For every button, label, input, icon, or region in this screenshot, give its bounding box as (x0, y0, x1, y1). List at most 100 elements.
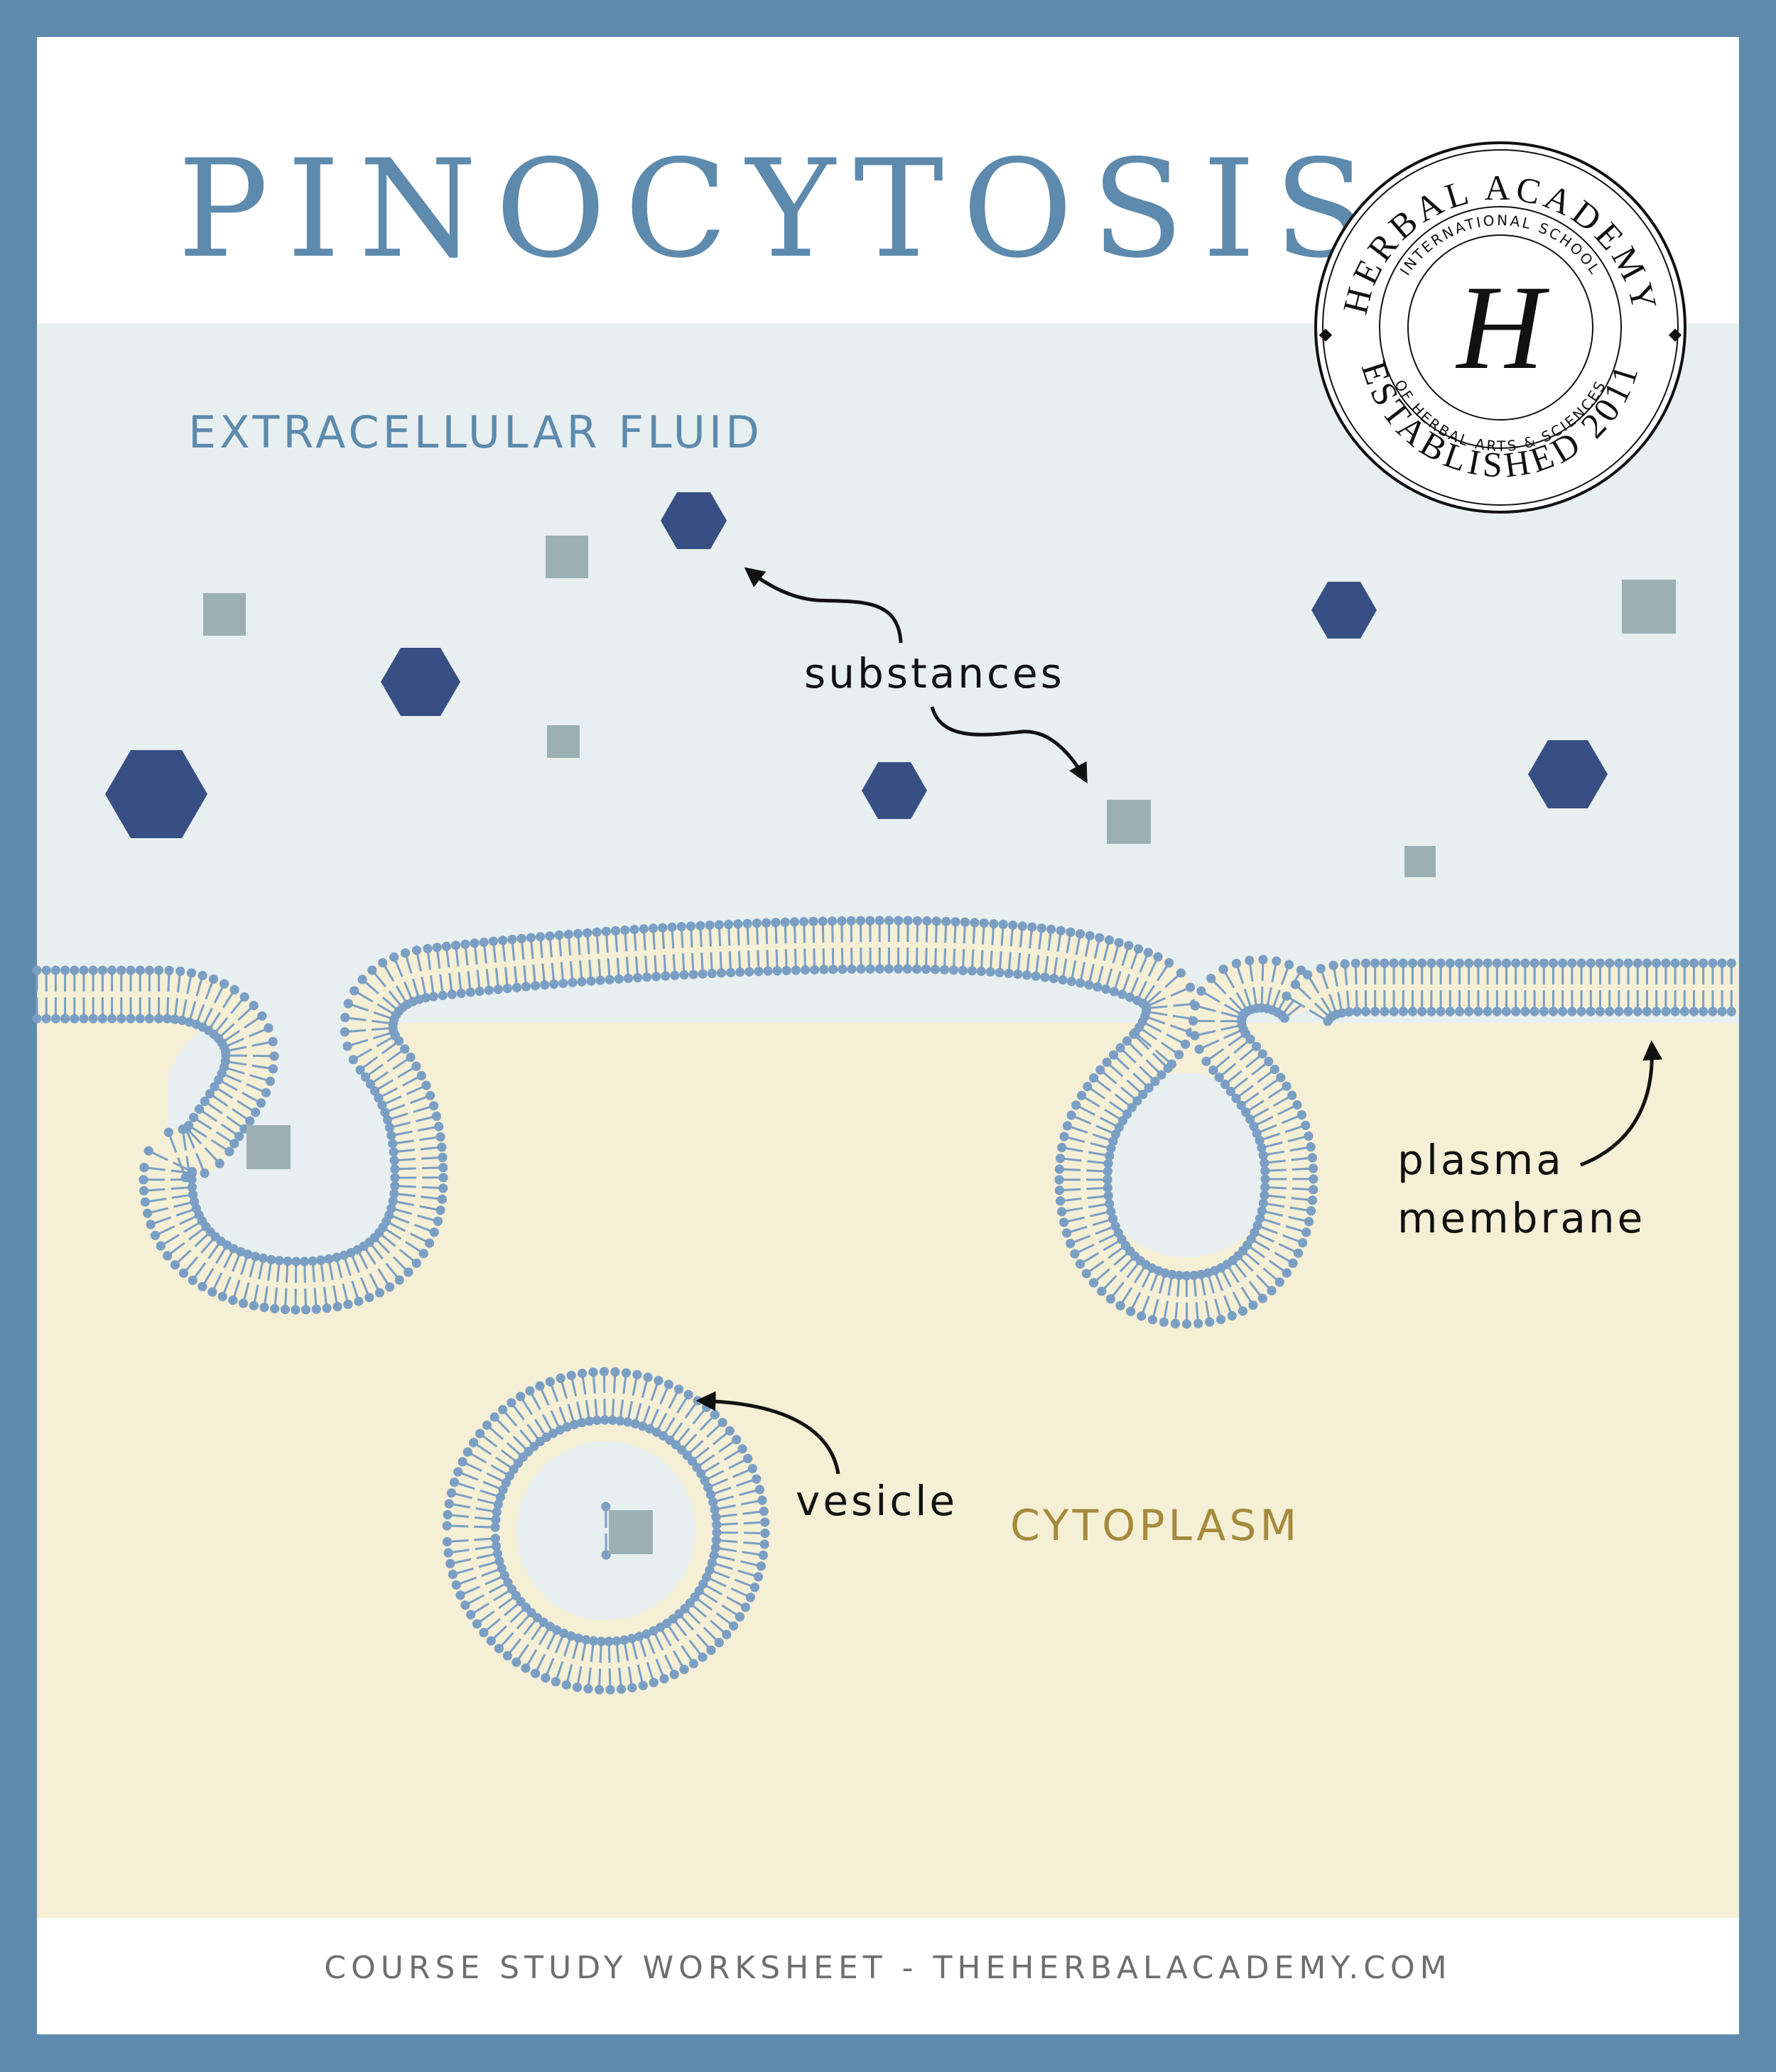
lipid-head (1258, 955, 1268, 965)
lipid-head (1205, 1317, 1215, 1327)
plasma-membrane-left (32, 916, 1199, 1315)
lipid-head (540, 980, 550, 990)
lipid-head (1102, 1057, 1112, 1068)
lipid-head (531, 1669, 541, 1678)
lipid-head (1218, 964, 1228, 975)
lipid-head (556, 1373, 565, 1383)
lipid-head (1241, 1107, 1251, 1117)
lipid-head (743, 1453, 753, 1463)
lipid-head (669, 1669, 679, 1679)
lipid-head (378, 958, 388, 967)
square-substance (546, 536, 588, 578)
lipid-head (759, 1506, 769, 1517)
lipid-head (583, 928, 592, 938)
lipid-head (239, 992, 249, 1002)
lipid-head (443, 1509, 453, 1520)
lipid-head (250, 1252, 261, 1262)
lipid-head (581, 1634, 591, 1645)
lipid-head (1257, 1049, 1267, 1059)
lipid-head (619, 1635, 629, 1645)
lipid-head (1306, 1142, 1316, 1152)
lipid-head (846, 916, 856, 926)
lipid-head (1344, 1007, 1354, 1017)
lipid-head (332, 1301, 342, 1311)
lipid-head (269, 1051, 279, 1061)
lipid-head (1106, 1144, 1116, 1154)
lipid-head (800, 965, 811, 975)
lipid-head (1143, 948, 1153, 958)
lipid-head (1726, 1007, 1736, 1016)
lipid-head (380, 1107, 390, 1117)
lipid-head (706, 1645, 716, 1655)
lipid-head (1245, 1114, 1255, 1124)
lipid-head (1206, 973, 1216, 984)
lipid-head (446, 1488, 457, 1498)
lipid-head (595, 975, 605, 985)
lipid-head (1290, 980, 1301, 989)
lipid-head (1445, 958, 1455, 968)
right-invagination-lumen (1094, 1073, 1279, 1257)
lipid-head (763, 966, 773, 976)
lipid-head (243, 1249, 253, 1259)
lipid-head (732, 1435, 742, 1445)
plasma-membrane-right-heads (1282, 958, 1736, 1026)
lipid-head (1260, 1182, 1270, 1192)
lipid-head (604, 1637, 614, 1647)
lipid-head (1689, 958, 1699, 968)
lipid-head (1726, 958, 1736, 968)
lipid-head (1296, 1110, 1306, 1120)
lipid-head (163, 1251, 173, 1261)
lipid-head (1340, 959, 1350, 969)
lipid-head (714, 920, 724, 930)
lipid-head (594, 1685, 605, 1695)
lipid-head (186, 968, 197, 978)
lipid-head (1328, 960, 1338, 970)
lipid-head (1614, 1007, 1624, 1016)
lipid-head (1679, 958, 1689, 968)
lipid-head (1426, 1007, 1436, 1016)
lipid-head (703, 1482, 713, 1492)
lipid-head (1260, 1166, 1270, 1176)
lipid-head (60, 965, 70, 975)
lipid-head (107, 1014, 117, 1024)
lipid-head (1147, 1315, 1157, 1325)
lipid-head (491, 1541, 502, 1551)
lipid-head (472, 1619, 482, 1629)
lipid-head (511, 982, 522, 992)
lipid-head (1605, 958, 1615, 968)
lipid-head (747, 1463, 757, 1474)
square-substance (547, 725, 580, 758)
lipid-head (1303, 970, 1313, 980)
lipid-head (32, 1014, 42, 1024)
lipid-head (585, 1416, 595, 1426)
lipid-head (411, 1061, 421, 1071)
lipid-head (170, 1014, 180, 1024)
lipid-head (444, 1499, 454, 1509)
lipid-head (856, 964, 866, 974)
lipid-head (1138, 1090, 1148, 1100)
lipid-head (1208, 1065, 1218, 1075)
lipid-head (229, 1139, 239, 1149)
lipid-head (501, 1477, 511, 1487)
lipid-head (187, 1175, 197, 1185)
lipid-head (573, 1682, 583, 1692)
lipid-head (354, 1296, 364, 1306)
lipid-head (679, 970, 689, 980)
lipid-head (588, 1636, 599, 1646)
lipid-head (1258, 1198, 1268, 1208)
lipid-head (493, 1499, 504, 1509)
lipid-head (733, 919, 743, 929)
lipid-head (941, 916, 951, 926)
lipid-head (429, 1101, 439, 1111)
lipid-head (1260, 1158, 1269, 1168)
lipid-head (343, 1299, 353, 1309)
lipid-head (1699, 1007, 1709, 1016)
lipid-head (1501, 1007, 1512, 1016)
lipid-head (855, 916, 866, 926)
lipid-head (498, 1485, 508, 1495)
lipid-head (385, 1282, 395, 1292)
lipid-head (365, 1079, 375, 1089)
lipid-head (799, 917, 809, 927)
lipid-head (893, 964, 903, 974)
lipid-head (1070, 1249, 1080, 1259)
